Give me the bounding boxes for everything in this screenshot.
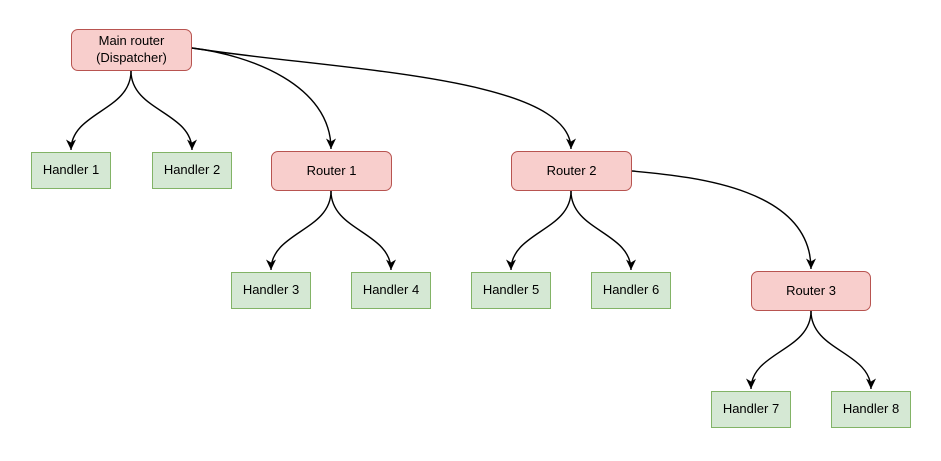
node-handler-8: Handler 8 [831, 391, 911, 428]
edge-router-2-to-router-3 [631, 170, 816, 270]
node-handler-1-label: Handler 1 [42, 162, 100, 178]
node-router-2-label: Router 2 [546, 162, 597, 178]
edge-router-1-to-handler-3 [266, 190, 332, 271]
node-handler-6: Handler 6 [591, 272, 671, 309]
node-main-router-label: Main router (Dispatcher) [96, 33, 167, 65]
edge-router-1-to-handler-4 [330, 190, 396, 271]
node-main-router: Main router (Dispatcher) [71, 29, 192, 71]
node-handler-6-label: Handler 6 [602, 282, 660, 298]
node-handler-7: Handler 7 [711, 391, 791, 428]
edge-router-2-to-handler-6 [570, 190, 636, 271]
node-handler-1: Handler 1 [31, 152, 111, 189]
edge-main-router-to-router-2 [191, 47, 576, 150]
node-handler-2-label: Handler 2 [163, 162, 221, 178]
node-router-2: Router 2 [511, 151, 632, 191]
node-handler-8-label: Handler 8 [842, 401, 900, 417]
node-handler-5: Handler 5 [471, 272, 551, 309]
node-handler-4-label: Handler 4 [362, 282, 420, 298]
edge-router-2-to-handler-5 [506, 190, 572, 271]
node-handler-2: Handler 2 [152, 152, 232, 189]
node-router-3-label: Router 3 [786, 282, 836, 298]
node-handler-3: Handler 3 [231, 272, 311, 309]
edge-main-router-to-handler-2 [130, 70, 197, 151]
edge-router-3-to-handler-8 [810, 310, 876, 390]
node-handler-3-label: Handler 3 [242, 282, 300, 298]
node-handler-7-label: Handler 7 [722, 401, 780, 417]
node-handler-4: Handler 4 [351, 272, 431, 309]
node-router-1: Router 1 [271, 151, 392, 191]
node-router-3: Router 3 [751, 271, 871, 311]
node-handler-5-label: Handler 5 [482, 282, 540, 298]
edge-main-router-to-router-1 [191, 47, 336, 150]
edge-router-3-to-handler-7 [746, 310, 812, 390]
edge-main-router-to-handler-1 [66, 70, 132, 151]
node-router-1-label: Router 1 [306, 162, 357, 178]
